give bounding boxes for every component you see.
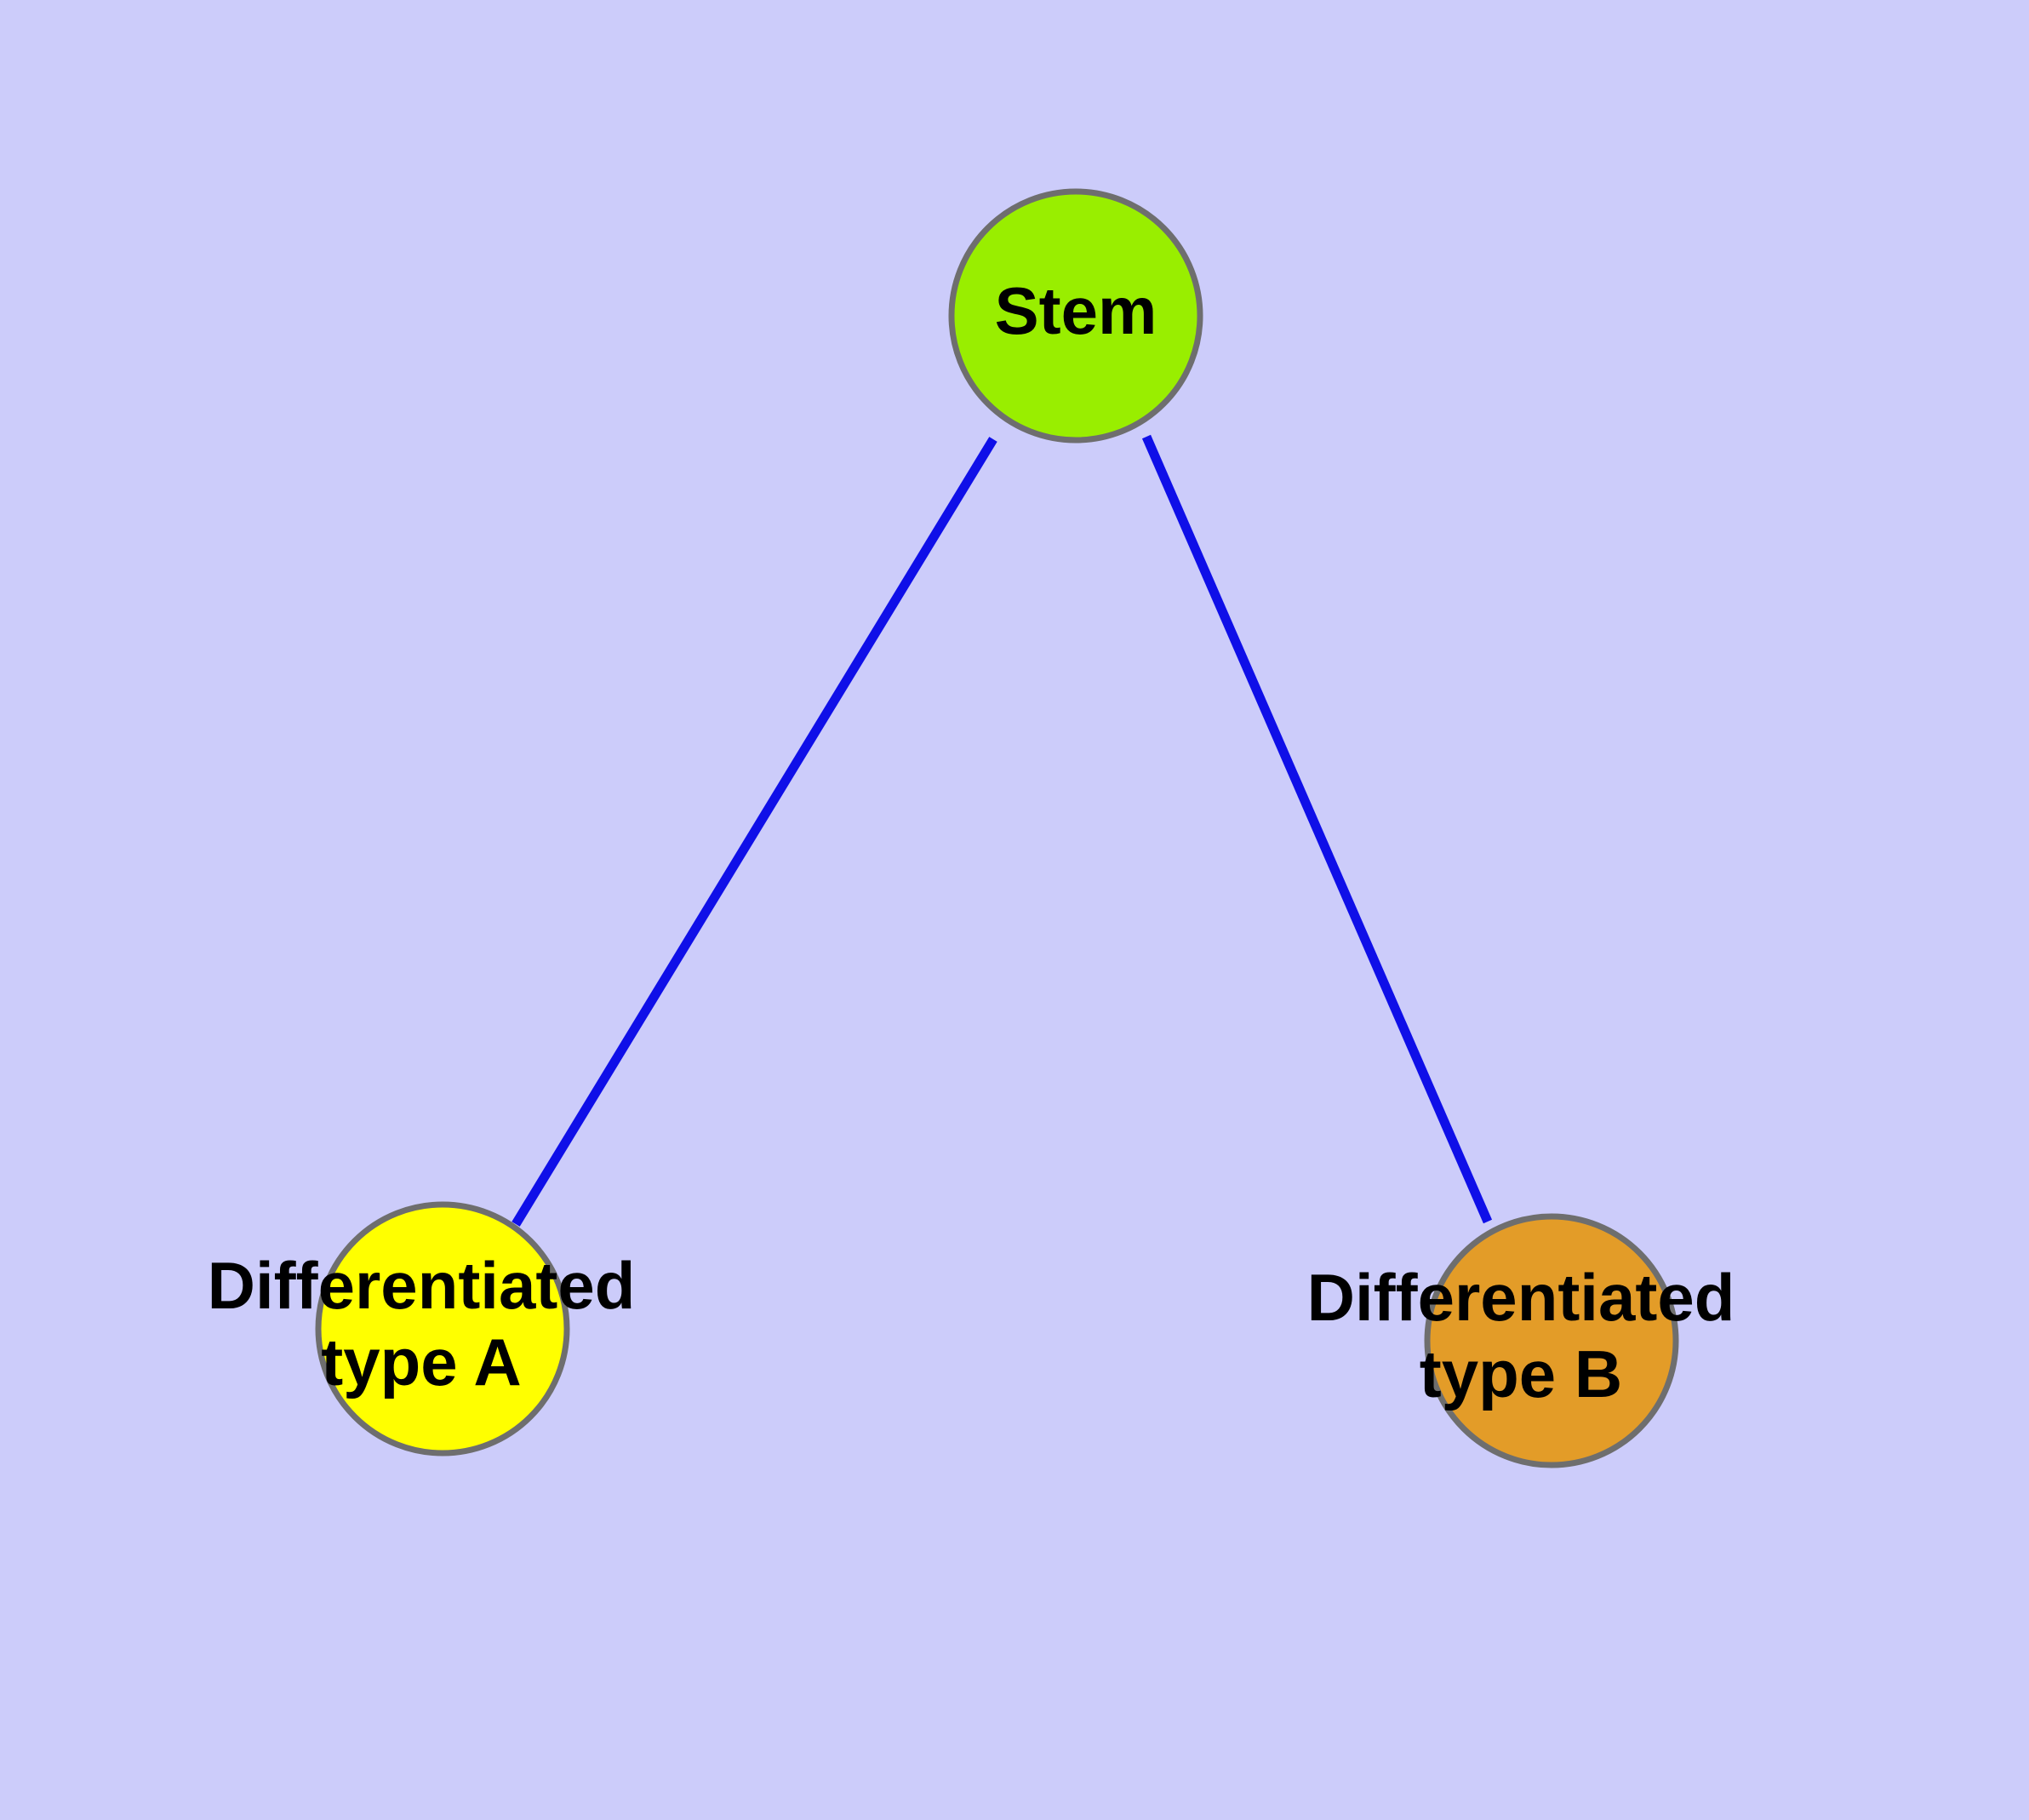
node-label-line: Differentiated <box>208 1247 636 1322</box>
node-label-line: Differentiated <box>1307 1259 1735 1334</box>
node-label-stem: Stem <box>995 273 1157 348</box>
edge-stem-to-diff-b <box>1141 434 1493 1224</box>
edges-layer <box>512 434 1493 1227</box>
node-label-line: Stem <box>995 273 1157 348</box>
node-diff_a[interactable] <box>315 1201 570 1457</box>
node-diff_b[interactable] <box>1424 1213 1679 1468</box>
node-label-line: type A <box>321 1325 522 1399</box>
node-stem[interactable] <box>948 188 1203 444</box>
node-label-line: type B <box>1420 1336 1622 1411</box>
nodes-layer <box>315 188 1679 1468</box>
edge-stem-to-diff-a <box>512 437 997 1227</box>
